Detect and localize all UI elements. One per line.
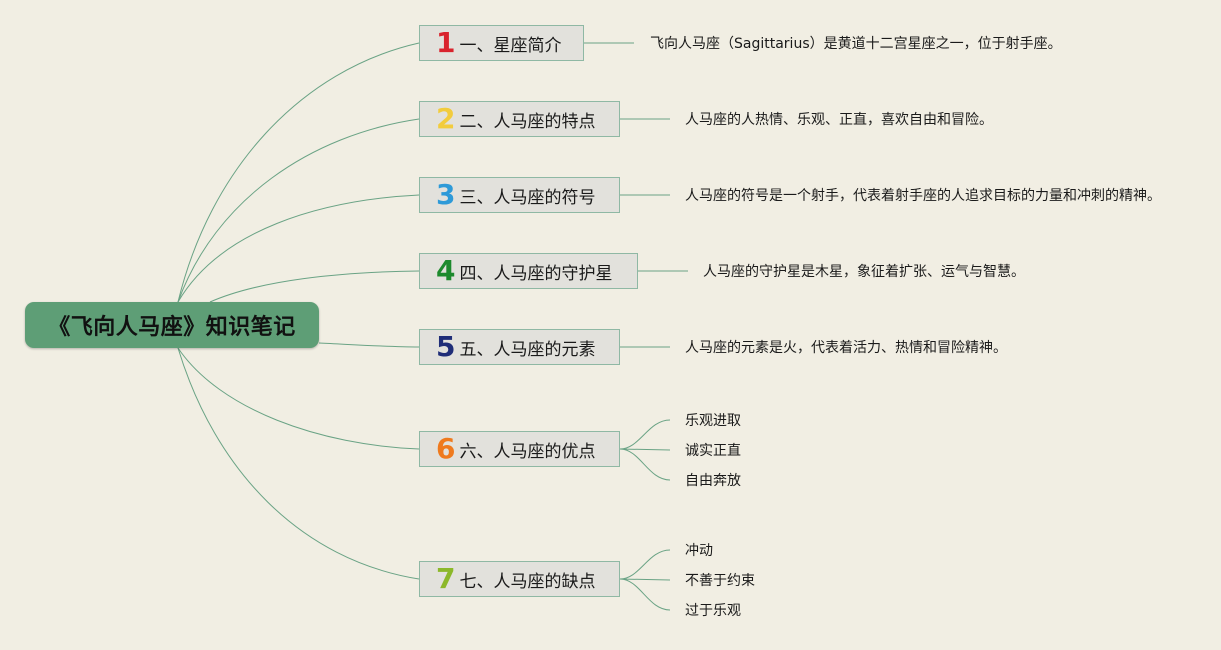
branch-node-3[interactable]: 3 三、人马座的符号 [419,177,620,213]
branch-desc-1: 飞向人马座（Sagittarius）是黄道十二宫星座之一，位于射手座。 [650,36,1062,52]
branch-label-6: 六、人马座的优点 [459,441,596,462]
branch-number-3: 3 [436,178,456,211]
root-title: 《飞向人马座》知识笔记 [48,315,296,340]
branch-node-2[interactable]: 2 二、人马座的特点 [419,101,620,137]
branch-7-sub-1[interactable]: 冲动 [685,543,713,559]
branch-label-1: 一、星座简介 [459,35,562,56]
link-branch-6-sub-3 [619,448,671,481]
branch-desc-5: 人马座的元素是火，代表着活力、热情和冒险精神。 [685,340,1007,356]
link-root-branch-6 [177,347,420,450]
branch-6-sub-2[interactable]: 诚实正直 [685,443,741,459]
branch-6-sub-1[interactable]: 乐观进取 [685,413,741,429]
branch-number-7: 7 [436,562,456,595]
link-root-branch-7 [177,347,420,580]
link-branch-6-sub-1 [619,419,671,450]
link-root-branch-5 [318,342,420,348]
branch-7-sub-2[interactable]: 不善于约束 [685,573,755,589]
branch-label-4: 四、人马座的守护星 [459,263,613,284]
branch-7-sub-3[interactable]: 过于乐观 [685,603,741,619]
link-branch-7-sub-2 [619,578,671,581]
branch-number-4: 4 [436,254,456,287]
branch-number-6: 6 [436,432,456,465]
link-branch-7-sub-1 [619,549,671,580]
link-root-branch-3 [177,194,420,303]
root-node[interactable]: 《飞向人马座》知识笔记 [25,302,319,348]
branch-label-7: 七、人马座的缺点 [459,571,596,592]
branch-label-2: 二、人马座的特点 [459,111,596,132]
branch-node-1[interactable]: 1 一、星座简介 [419,25,584,61]
link-root-branch-2 [177,118,420,303]
branch-label-3: 三、人马座的符号 [459,187,596,208]
link-branch-7-sub-3 [619,578,671,611]
branch-desc-2: 人马座的人热情、乐观、正直，喜欢自由和冒险。 [685,112,993,128]
branch-desc-3: 人马座的符号是一个射手，代表着射手座的人追求目标的力量和冲刺的精神。 [685,188,1161,204]
branch-desc-4: 人马座的守护星是木星，象征着扩张、运气与智慧。 [703,264,1025,280]
branch-node-4[interactable]: 4 四、人马座的守护星 [419,253,638,289]
branch-node-6[interactable]: 6 六、人马座的优点 [419,431,620,467]
branch-node-7[interactable]: 7 七、人马座的缺点 [419,561,620,597]
branch-node-5[interactable]: 5 五、人马座的元素 [419,329,620,365]
link-root-branch-1 [177,42,420,303]
link-branch-6-sub-2 [619,448,671,451]
branch-number-5: 5 [436,330,456,363]
link-root-branch-4 [209,270,420,303]
branch-6-sub-3[interactable]: 自由奔放 [685,473,741,489]
branch-number-1: 1 [436,26,456,59]
branch-label-5: 五、人马座的元素 [459,339,596,360]
branch-number-2: 2 [436,102,456,135]
